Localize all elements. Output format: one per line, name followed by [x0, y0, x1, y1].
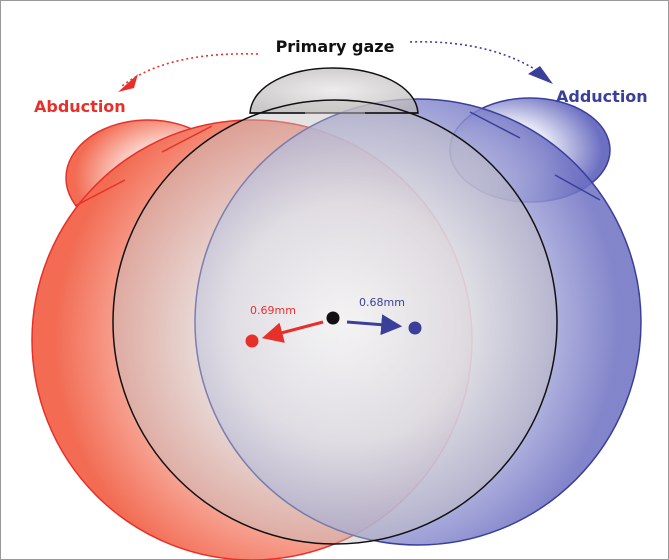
primary-center-dot	[326, 311, 340, 325]
abduction-rotation-arrow	[121, 53, 259, 87]
abduction-label: Abduction	[34, 97, 126, 116]
adduction-center-dot	[408, 321, 422, 335]
adduction-limbus-line	[554, 174, 601, 201]
primary-gaze-label: Primary gaze	[276, 37, 395, 56]
abduction-measure-label: 0.69mm	[250, 304, 296, 317]
adduction-displacement-arrow	[346, 314, 403, 336]
abduction-arrowhead	[118, 74, 138, 92]
adduction-label: Adduction	[556, 87, 648, 106]
abduction-limbus-line	[161, 125, 213, 153]
adduction-limbus-line	[469, 111, 521, 139]
adduction-rotation-arrow	[409, 41, 546, 77]
abduction-displacement-arrow	[261, 320, 324, 343]
abduction-center-dot	[245, 334, 259, 348]
adduction-arrowhead	[528, 66, 553, 84]
primary-cornea	[249, 67, 419, 114]
adduction-measure-label: 0.68mm	[359, 296, 405, 309]
abduction-limbus-line	[74, 179, 126, 207]
